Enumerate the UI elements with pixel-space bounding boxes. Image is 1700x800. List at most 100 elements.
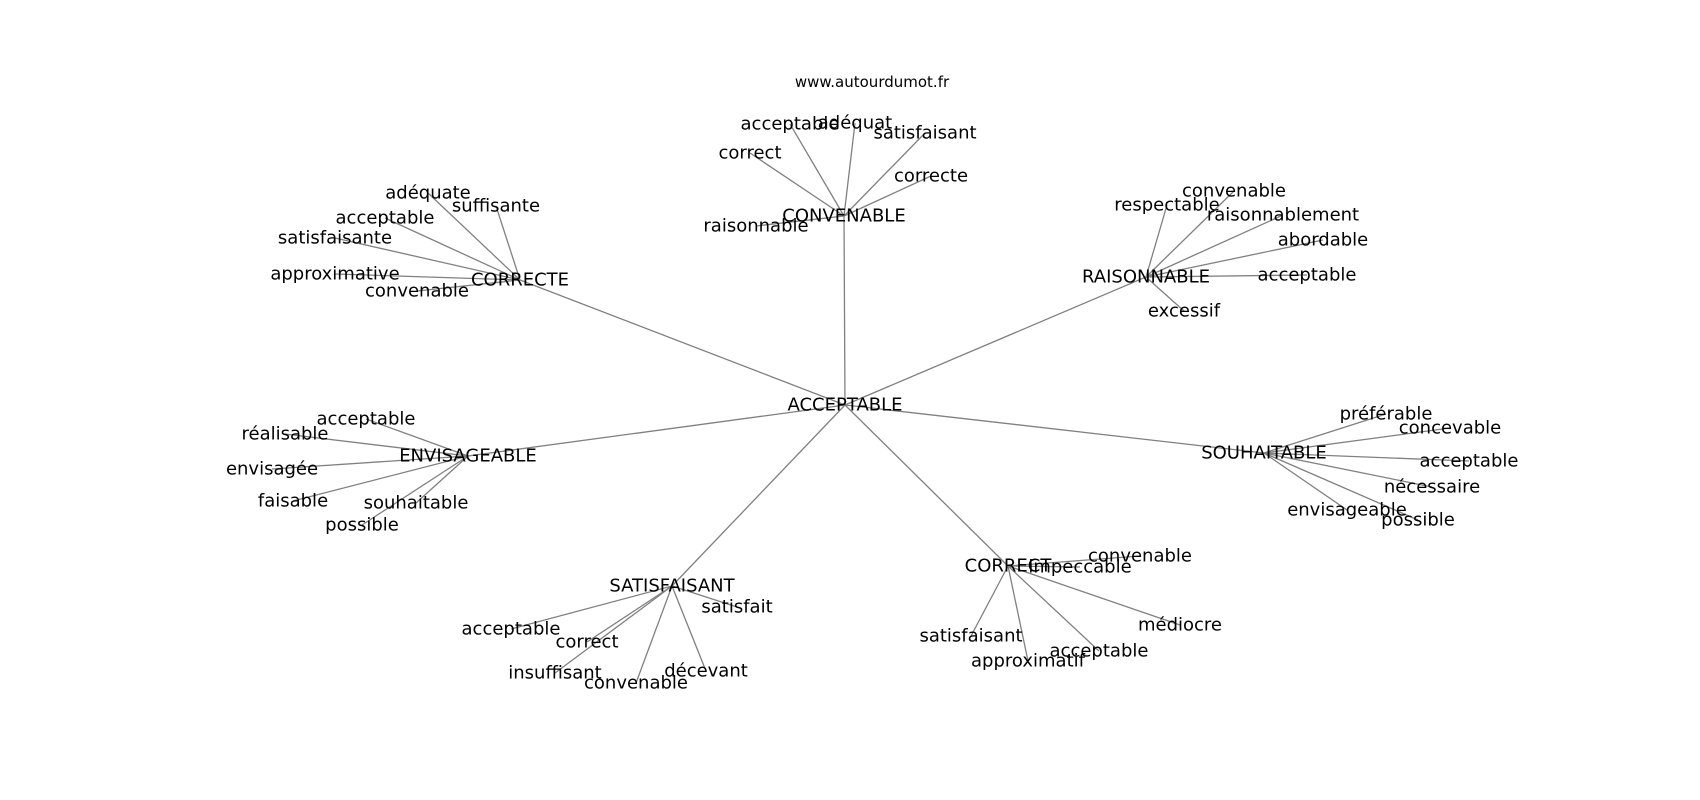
leaf-label-correct-hub-0[interactable]: convenable	[1088, 546, 1192, 567]
edge-correcte-hub-leaf-0	[427, 192, 521, 281]
edge-envisageable-hub-leaf-1	[284, 433, 469, 457]
edge-raisonnable-hub-leaf-2	[1145, 214, 1284, 278]
leaf-label-envisageable-hub-1[interactable]: réalisable	[241, 424, 328, 445]
leaf-label-raisonnable-hub-5[interactable]: excessif	[1148, 301, 1221, 322]
edge-correct-hub-leaf-0	[1007, 555, 1141, 567]
edge-convenable-hub-leaf-3	[749, 152, 845, 217]
edge-satisfaisant-hub-leaf-4	[635, 585, 673, 684]
edge-correct-hub-leaf-5	[1007, 565, 1100, 652]
edge-souhaitable-hub-leaf-0	[1263, 413, 1387, 454]
edge-satisfaisant-hub-leaf-5	[671, 585, 707, 672]
edge-convenable-hub-leaf-0	[789, 123, 845, 217]
node-label-envisageable-hub[interactable]: ENVISAGEABLE	[399, 446, 537, 467]
edge-root-correct-hub	[844, 404, 1009, 567]
leaf-label-raisonnable-hub-0[interactable]: convenable	[1182, 181, 1286, 202]
node-label-souhaitable-hub[interactable]: SOUHAITABLE	[1201, 443, 1327, 464]
edge-root-correcte-hub	[519, 279, 846, 406]
node-label-correcte-hub[interactable]: CORRECTE	[471, 270, 569, 291]
node-label-convenable-hub[interactable]: CONVENABLE	[782, 206, 905, 227]
edge-raisonnable-hub-leaf-3	[1145, 239, 1324, 278]
edge-souhaitable-hub-leaf-2	[1263, 452, 1470, 462]
edge-raisonnable-hub-leaf-4	[1145, 274, 1308, 278]
leaf-label-correcte-hub-1[interactable]: suffisante	[452, 196, 540, 217]
leaf-label-satisfaisant-hub-1[interactable]: acceptable	[462, 619, 561, 640]
leaf-label-envisageable-hub-2[interactable]: envisagée	[226, 459, 318, 480]
leaf-label-souhaitable-hub-3[interactable]: nécessaire	[1384, 477, 1480, 498]
edge-convenable-hub-leaf-5	[755, 215, 845, 227]
edge-envisageable-hub-leaf-5	[361, 455, 469, 526]
edge-envisageable-hub-leaf-4	[415, 455, 469, 504]
node-label-raisonnable-hub[interactable]: RAISONNABLE	[1082, 267, 1210, 288]
edge-satisfaisant-hub-leaf-1	[510, 585, 673, 630]
edge-satisfaisant-hub-leaf-2	[586, 585, 673, 643]
leaf-label-correcte-hub-2[interactable]: acceptable	[336, 208, 435, 229]
leaf-label-satisfaisant-hub-0[interactable]: satisfait	[701, 597, 772, 618]
leaf-label-envisageable-hub-3[interactable]: faisable	[258, 491, 328, 512]
graph-labels: ACCEPTABLECONVENABLEacceptableadéquatsat…	[226, 113, 1519, 694]
edge-correcte-hub-leaf-5	[416, 279, 521, 292]
edge-envisageable-hub-leaf-0	[365, 418, 469, 457]
edge-root-satisfaisant-hub	[671, 404, 846, 587]
leaf-label-convenable-hub-3[interactable]: correct	[718, 143, 781, 164]
leaf-label-convenable-hub-1[interactable]: adéquat	[818, 113, 892, 134]
leaf-label-satisfaisant-hub-3[interactable]: insuffisant	[508, 663, 601, 684]
edge-root-convenable-hub	[843, 215, 846, 406]
edge-correcte-hub-leaf-3	[334, 237, 521, 281]
edge-satisfaisant-hub-leaf-0	[671, 585, 738, 608]
leaf-label-envisageable-hub-4[interactable]: souhaitable	[364, 493, 469, 514]
leaf-label-correct-hub-4[interactable]: approximatif	[971, 651, 1086, 672]
leaf-label-souhaitable-hub-4[interactable]: envisageable	[1287, 500, 1407, 521]
leaf-label-envisageable-hub-5[interactable]: possible	[325, 515, 399, 536]
leaf-label-raisonnable-hub-2[interactable]: raisonnablement	[1207, 205, 1359, 226]
graph-edges	[271, 122, 1470, 684]
edge-correcte-hub-leaf-4	[334, 273, 521, 281]
leaf-label-correct-hub-3[interactable]: satisfaisant	[919, 626, 1022, 647]
leaf-label-correcte-hub-5[interactable]: convenable	[365, 281, 469, 302]
leaf-label-correct-hub-5[interactable]: acceptable	[1050, 641, 1149, 662]
leaf-label-raisonnable-hub-4[interactable]: acceptable	[1258, 265, 1357, 286]
edge-souhaitable-hub-leaf-4	[1263, 452, 1348, 511]
leaf-label-correct-hub-1[interactable]: impeccable	[1028, 557, 1131, 578]
edge-correcte-hub-leaf-2	[384, 217, 521, 281]
edge-souhaitable-hub-leaf-3	[1263, 452, 1433, 488]
edge-root-envisageable-hub	[467, 404, 846, 457]
edge-raisonnable-hub-leaf-0	[1145, 190, 1235, 278]
node-label-satisfaisant-hub[interactable]: SATISFAISANT	[609, 576, 735, 597]
edge-raisonnable-hub-leaf-1	[1145, 204, 1168, 278]
leaf-label-souhaitable-hub-0[interactable]: préférable	[1340, 404, 1433, 425]
edge-convenable-hub-leaf-4	[843, 175, 932, 217]
leaf-label-souhaitable-hub-1[interactable]: concevable	[1399, 418, 1501, 439]
leaf-label-raisonnable-hub-1[interactable]: respectable	[1114, 195, 1219, 216]
leaf-label-convenable-hub-4[interactable]: correcte	[894, 166, 968, 187]
leaf-label-souhaitable-hub-2[interactable]: acceptable	[1420, 451, 1519, 472]
leaf-label-convenable-hub-5[interactable]: raisonnable	[703, 216, 808, 237]
leaf-label-satisfaisant-hub-2[interactable]: correct	[555, 632, 618, 653]
edge-correct-hub-leaf-3	[970, 565, 1009, 637]
leaf-label-raisonnable-hub-3[interactable]: abordable	[1278, 230, 1369, 251]
leaf-label-souhaitable-hub-5[interactable]: possible	[1381, 510, 1455, 531]
edge-correct-hub-leaf-1	[1007, 565, 1081, 568]
leaf-label-convenable-hub-0[interactable]: acceptable	[741, 114, 840, 135]
edge-convenable-hub-leaf-2	[843, 132, 926, 217]
edge-correct-hub-leaf-4	[1007, 565, 1029, 662]
leaf-label-satisfaisant-hub-4[interactable]: convenable	[584, 673, 688, 694]
edge-correcte-hub-leaf-1	[495, 205, 521, 281]
leaf-label-correcte-hub-4[interactable]: approximative	[270, 264, 399, 285]
leaf-label-envisageable-hub-0[interactable]: acceptable	[317, 409, 416, 430]
edge-envisageable-hub-leaf-2	[271, 455, 469, 470]
edge-raisonnable-hub-leaf-5	[1145, 276, 1185, 312]
edge-convenable-hub-leaf-1	[843, 122, 856, 217]
edge-souhaitable-hub-leaf-1	[1263, 427, 1451, 454]
node-label-correct-hub[interactable]: CORRECT	[965, 556, 1053, 577]
leaf-label-satisfaisant-hub-5[interactable]: décevant	[664, 661, 748, 682]
leaf-label-correct-hub-2[interactable]: médiocre	[1138, 615, 1222, 636]
leaf-label-correcte-hub-0[interactable]: adéquate	[385, 183, 471, 204]
site-credit: www.autourdumot.fr	[795, 73, 950, 91]
root-node-label[interactable]: ACCEPTABLE	[787, 395, 902, 416]
leaf-label-convenable-hub-2[interactable]: satisfaisant	[873, 123, 976, 144]
leaf-label-correcte-hub-3[interactable]: satisfaisante	[278, 228, 392, 249]
edge-root-raisonnable-hub	[844, 276, 1147, 406]
edge-root-souhaitable-hub	[844, 404, 1265, 454]
edge-envisageable-hub-leaf-3	[292, 455, 469, 502]
